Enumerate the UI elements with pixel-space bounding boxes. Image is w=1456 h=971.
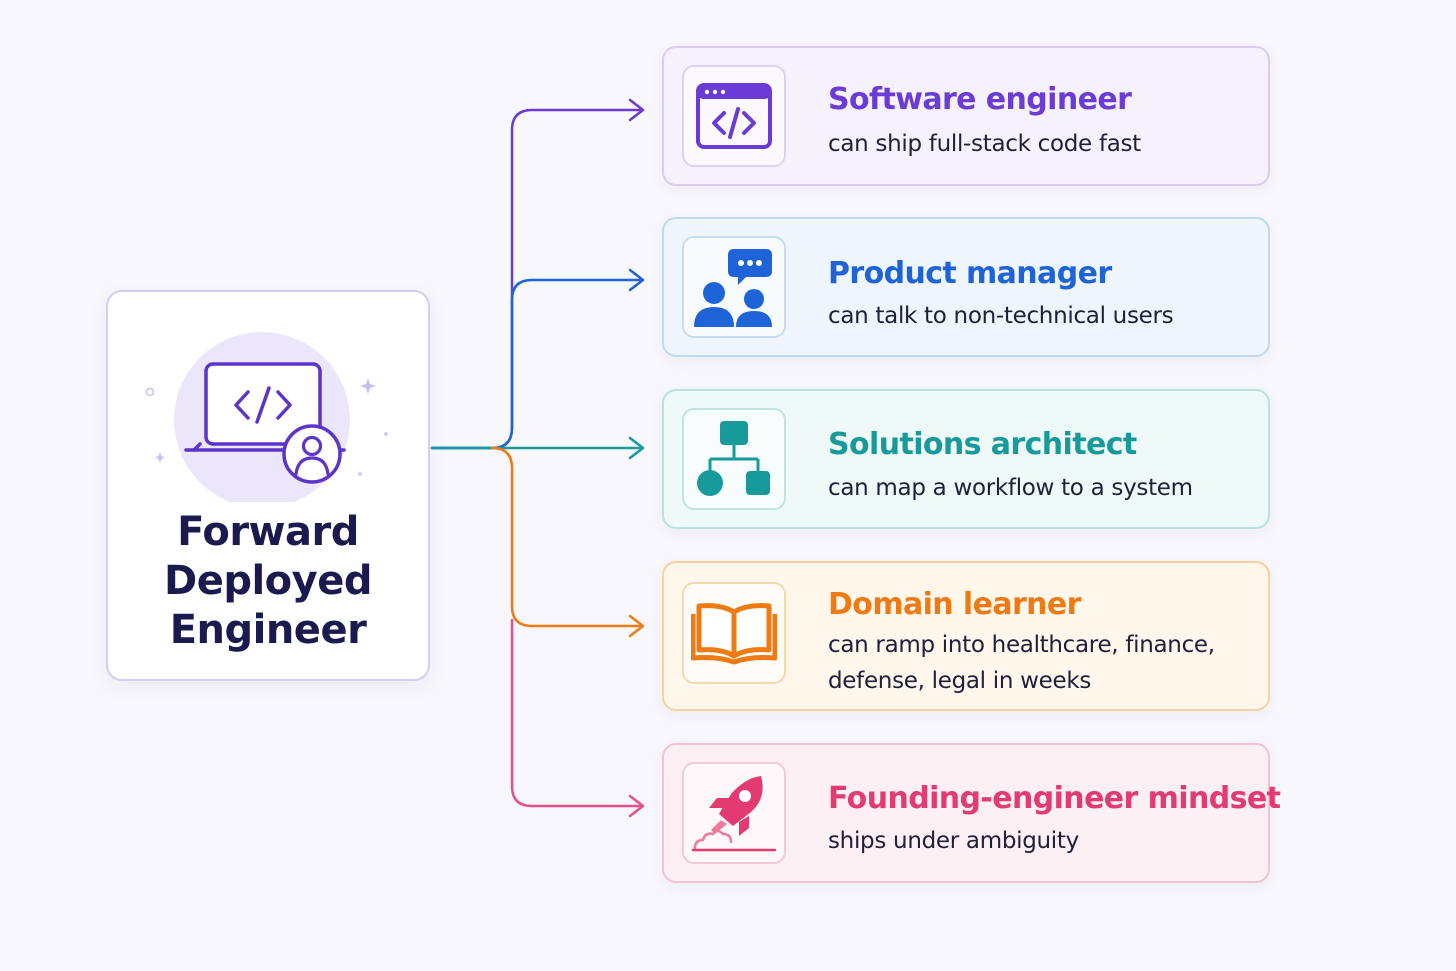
role-title: Domain learner (828, 587, 1081, 622)
sparkle-icon (155, 452, 165, 463)
icon-tile (682, 762, 786, 864)
arrowhead-software-engineer (628, 98, 645, 122)
role-description: ships under ambiguity (828, 828, 1079, 854)
role-card-product-manager: Product manager can talk to non-technica… (662, 217, 1270, 357)
rocket-icon (691, 776, 777, 852)
main-title-line: Forward (177, 509, 359, 555)
role-description: can ship full-stack code fast (828, 131, 1141, 157)
main-title-line: Engineer (169, 607, 367, 653)
sparkle-dot (384, 432, 388, 436)
users-chat-icon (694, 249, 772, 327)
role-card-solutions-architect: Solutions architect can map a workflow t… (662, 389, 1270, 529)
code-window-icon (696, 83, 772, 149)
icon-tile (682, 236, 786, 338)
laptop-engineer-icon (145, 332, 388, 502)
icon-tile (682, 65, 786, 167)
open-book-icon (691, 603, 777, 665)
role-card-domain-learner: Domain learner can ramp into healthcare,… (662, 561, 1270, 711)
role-description: can ramp into healthcare, finance, defen… (828, 632, 1215, 694)
role-title: Solutions architect (828, 427, 1137, 462)
arrowhead-solutions-architect (628, 436, 645, 460)
flowchart-icon (697, 421, 770, 496)
main-title-line: Deployed (164, 558, 373, 604)
arrowhead-product-manager (628, 268, 645, 292)
role-title: Software engineer (828, 82, 1132, 117)
arrowhead-domain-learner (628, 614, 645, 638)
connector-founding-engineer (510, 618, 642, 808)
role-title: Founding-engineer mindset (828, 781, 1281, 816)
sparkle-dot (145, 387, 155, 397)
role-description: can map a workflow to a system (828, 475, 1193, 501)
connector-domain-learner (490, 446, 642, 628)
forward-deployed-engineer-card: Forward Deployed Engineer (106, 290, 430, 681)
icon-tile (682, 408, 786, 510)
connector-product-manager (430, 278, 642, 450)
role-description: can talk to non-technical users (828, 303, 1174, 329)
sparkle-dot (358, 472, 362, 476)
sparkle-icon (360, 378, 376, 394)
icon-tile (682, 582, 786, 684)
role-title: Product manager (828, 256, 1112, 291)
main-title: Forward Deployed Engineer (108, 508, 428, 655)
arrowhead-founding-engineer (628, 794, 645, 818)
role-card-software-engineer: Software engineer can ship full-stack co… (662, 46, 1270, 186)
role-card-founding-engineer-mindset: Founding-engineer mindset ships under am… (662, 743, 1281, 883)
user-avatar-icon (282, 424, 342, 484)
